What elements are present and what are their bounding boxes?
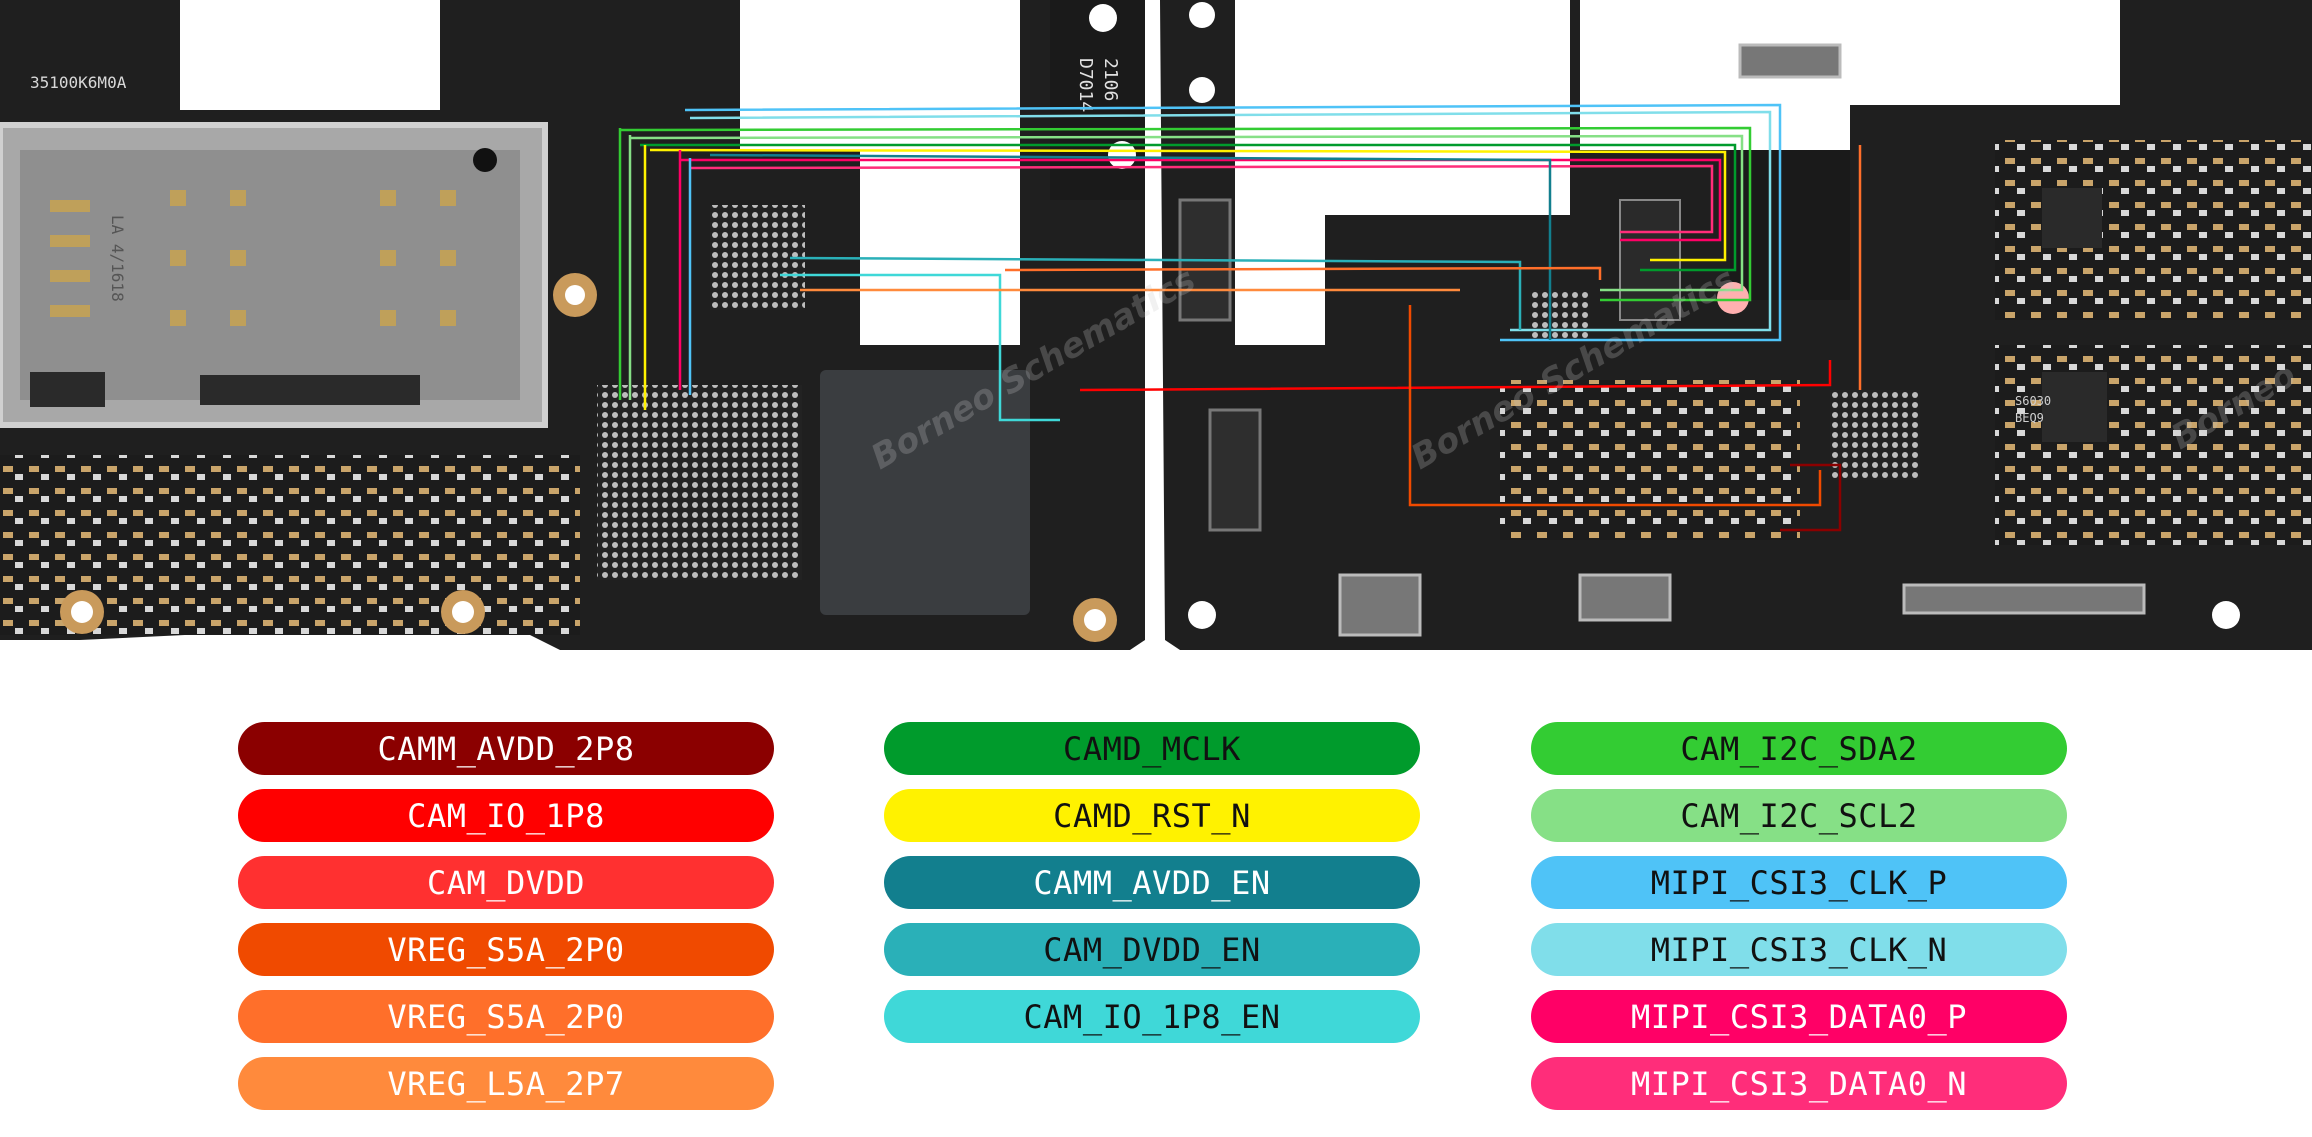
signal-traces bbox=[618, 103, 1862, 532]
legend-item: MIPI_CSI3_CLK_N bbox=[1531, 923, 2067, 976]
legend-item: CAMM_AVDD_2P8 bbox=[238, 722, 774, 775]
legend-column-control: CAMD_MCLK CAMD_RST_N CAMM_AVDD_EN CAM_DVDD_… bbox=[884, 722, 1420, 1057]
legend-item: CAMD_RST_N bbox=[884, 789, 1420, 842]
legend-item: VREG_S5A_2P0 bbox=[238, 990, 774, 1043]
chip-marking-2: BEQ9 bbox=[2015, 411, 2044, 425]
legend-item: CAM_DVDD_EN bbox=[884, 923, 1420, 976]
pcb-board-image: 35100K6M0A LA 4/1618 2106 D7014 S6030 BE… bbox=[0, 0, 2312, 650]
legend-item: CAMD_MCLK bbox=[884, 722, 1420, 775]
left-board: 35100K6M0A LA 4/1618 2106 D7014 bbox=[0, 0, 1145, 650]
legend-item: MIPI_CSI3_DATA0_N bbox=[1531, 1057, 2067, 1110]
legend-item: MIPI_CSI3_CLK_P bbox=[1531, 856, 2067, 909]
legend-item: VREG_S5A_2P0 bbox=[238, 923, 774, 976]
left-board-silkscreen: 35100K6M0A bbox=[30, 73, 127, 92]
legend-item: CAMM_AVDD_EN bbox=[884, 856, 1420, 909]
board-code-2: D7014 bbox=[1075, 58, 1096, 112]
legend-item: CAM_DVDD bbox=[238, 856, 774, 909]
legend-item: MIPI_CSI3_DATA0_P bbox=[1531, 990, 2067, 1043]
legend-item: CAM_I2C_SDA2 bbox=[1531, 722, 2067, 775]
right-board: S6030 BEQ9 bbox=[1160, 0, 2312, 650]
sim-tray-label: LA 4/1618 bbox=[108, 215, 127, 302]
legend-item: CAM_IO_1P8_EN bbox=[884, 990, 1420, 1043]
legend-item: CAM_IO_1P8 bbox=[238, 789, 774, 842]
legend-item: VREG_L5A_2P7 bbox=[238, 1057, 774, 1110]
board-code-1: 2106 bbox=[1100, 58, 1121, 101]
chip-marking-1: S6030 bbox=[2015, 394, 2051, 408]
legend-item: CAM_I2C_SCL2 bbox=[1531, 789, 2067, 842]
